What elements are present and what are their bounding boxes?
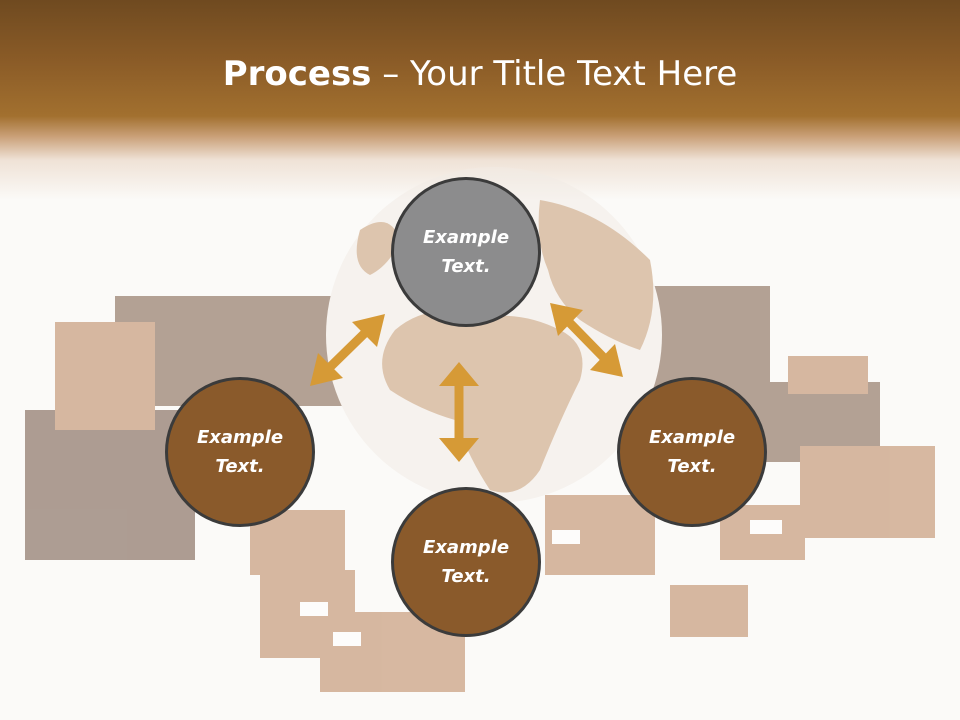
globe-continent-europe xyxy=(356,222,400,275)
cardboard-box-left-top xyxy=(55,322,155,430)
title-rest: – Your Title Text Here xyxy=(371,54,738,94)
double-arrow-right-icon xyxy=(550,303,623,377)
node-label: Example Text. xyxy=(422,227,510,277)
globe-continent-asia xyxy=(538,200,654,350)
box-label xyxy=(552,530,580,544)
page-title: Process – Your Title Text Here xyxy=(0,52,960,96)
process-node-bottom[interactable]: Example Text. xyxy=(391,487,541,637)
cardboard-box-right-top xyxy=(788,356,868,394)
box-label xyxy=(333,632,361,646)
box-label xyxy=(300,602,328,616)
cardboard-box-right-bottom xyxy=(670,585,748,637)
process-node-left[interactable]: Example Text. xyxy=(165,377,315,527)
globe-continent-africa xyxy=(382,311,583,493)
double-arrow-left-icon xyxy=(310,314,385,386)
double-arrow-center-icon xyxy=(439,362,479,462)
process-node-right[interactable]: Example Text. xyxy=(617,377,767,527)
process-node-top[interactable]: Example Text. xyxy=(391,177,541,327)
box-label xyxy=(750,520,782,534)
wooden-crate-back-right xyxy=(650,286,770,396)
node-label: Example Text. xyxy=(422,537,510,587)
title-banner xyxy=(0,0,960,200)
node-label: Example Text. xyxy=(196,427,284,477)
title-bold-part: Process xyxy=(222,54,372,94)
node-label: Example Text. xyxy=(648,427,736,477)
cardboard-box-right xyxy=(800,446,935,538)
